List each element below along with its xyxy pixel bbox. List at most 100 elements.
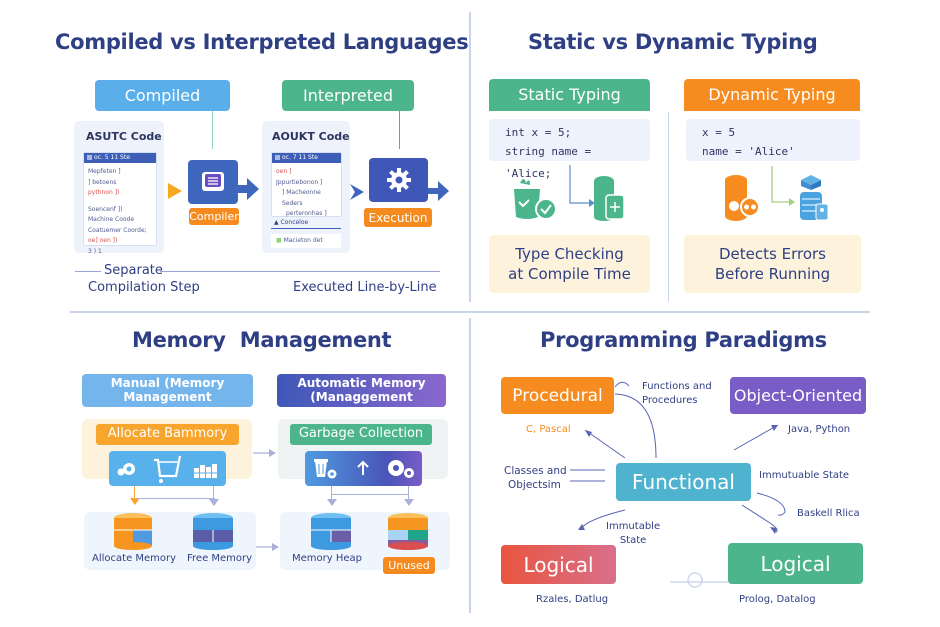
unused-tag: Unused bbox=[383, 557, 435, 574]
connector bbox=[213, 486, 214, 500]
immutable-note-line-2: State bbox=[619, 535, 647, 546]
triangle-icon: ▲ bbox=[274, 219, 281, 226]
code-line: Machine Coode bbox=[88, 216, 135, 223]
dynamic-note-line-2: Before Running bbox=[714, 265, 831, 283]
classes-note-line-1: Classes and bbox=[504, 465, 567, 477]
vertical-divider-top bbox=[469, 12, 471, 302]
code-line: Jppurtiebonon ] bbox=[276, 178, 323, 186]
code-line: Mepfeten ] bbox=[88, 168, 121, 175]
c-pascal-note: C, Pascal bbox=[526, 424, 571, 435]
arrow-from-execution-icon bbox=[428, 181, 449, 201]
static-note-line-2: at Compile Time bbox=[508, 265, 631, 283]
database-allocate-icon bbox=[114, 513, 152, 550]
baskell-note: Baskell Rlica bbox=[797, 508, 860, 519]
code-line: name = 'Alice' bbox=[702, 145, 795, 158]
arrow-down-icon bbox=[327, 499, 337, 506]
compiled-label: Compiled bbox=[95, 80, 230, 111]
caption-compilation-step: Compilation Step bbox=[88, 280, 200, 295]
arrow-from-compiler-icon bbox=[238, 178, 259, 200]
arrow-to-execution-icon bbox=[350, 184, 364, 200]
code-line: oen ] bbox=[276, 168, 292, 175]
section-title-memory-management: Memory Management bbox=[132, 328, 392, 352]
database-unused-icon bbox=[388, 513, 428, 550]
interpreted-item-1: ▲ Conceloe bbox=[271, 216, 341, 229]
vertical-divider-bottom bbox=[469, 318, 471, 613]
flow-arrow-icon bbox=[569, 165, 595, 207]
code-line: oe] oen ]) bbox=[88, 237, 118, 244]
code-line: x = 5 bbox=[702, 126, 736, 139]
plant-check-icon bbox=[514, 179, 557, 220]
gc-tools-box bbox=[305, 451, 422, 486]
horizontal-divider bbox=[70, 311, 870, 313]
manual-tools-box bbox=[109, 451, 226, 486]
logical-right-box: Logical bbox=[728, 543, 863, 584]
arrow-right-icon bbox=[253, 449, 276, 457]
trash-gear-icon bbox=[314, 459, 337, 479]
functions-note-line-2: Procedures bbox=[642, 395, 698, 406]
code-editor-bar: oc. 7 11 Ste bbox=[272, 153, 341, 163]
code-line: Soencenf ]) bbox=[88, 205, 123, 213]
dynamic-note-line-1: Detects Errors bbox=[719, 245, 826, 263]
automatic-label-line-1: Automatic Memory bbox=[297, 376, 426, 391]
code-line: ] Macheonne Seders bbox=[282, 189, 321, 207]
code-line: int x = 5; bbox=[505, 126, 572, 139]
flow-arrow-icon bbox=[771, 166, 795, 206]
arrow-right-icon bbox=[256, 543, 279, 551]
database-error-icon bbox=[725, 175, 760, 221]
interpreted-source-title: AOUKT Code bbox=[272, 130, 350, 143]
connector bbox=[331, 486, 332, 500]
gear-icon bbox=[386, 168, 411, 192]
classes-note: Classes and Objectsim bbox=[504, 464, 567, 492]
server-stack-icon bbox=[800, 175, 829, 221]
compiled-source-title: ASUTC Code bbox=[86, 130, 162, 143]
static-note: Type Checking at Compile Time bbox=[489, 235, 650, 293]
automatic-memory-label: Automatic Memory (Managgement bbox=[277, 374, 446, 407]
java-python-note: Java, Python bbox=[788, 424, 851, 435]
procedural-box: Procedural bbox=[501, 377, 614, 414]
compiled-source-code: oc. 5 11 Ste Mepfeten ] ] betoens pythno… bbox=[83, 152, 157, 255]
classes-note-line-2: Objectsim bbox=[508, 479, 561, 491]
gears-icon bbox=[117, 463, 135, 476]
caption-separate: Separate bbox=[104, 263, 163, 278]
dynamic-typing-label: Dynamic Typing bbox=[684, 79, 860, 111]
interpreted-label: Interpreted bbox=[282, 80, 414, 111]
interpreted-source-panel: AOUKT Code oc. 7 11 Ste oen ] Jppurtiebo… bbox=[262, 121, 350, 253]
code-line: perteronhas ] bbox=[286, 210, 327, 217]
functions-note: Functions and Procedures bbox=[642, 380, 712, 408]
immutable-note: Immutable State bbox=[606, 520, 660, 548]
interpreted-connector bbox=[399, 111, 400, 149]
connector bbox=[332, 494, 408, 495]
section-title-compiled-vs-interpreted: Compiled vs Interpreted Languages bbox=[55, 30, 469, 54]
dynamic-note: Detects Errors Before Running bbox=[684, 235, 861, 293]
arrow-down-icon bbox=[209, 499, 219, 506]
memory-heap-caption: Memory Heap bbox=[292, 553, 362, 564]
automatic-label-line-2: (Managgement bbox=[310, 389, 413, 404]
compiled-connector bbox=[212, 111, 213, 149]
code-line: ] betoens bbox=[88, 178, 117, 186]
functional-box: Functional bbox=[616, 463, 751, 501]
code-line: pythnon ]) bbox=[88, 189, 120, 196]
typing-divider bbox=[668, 112, 669, 302]
execution-icon-box bbox=[369, 158, 428, 202]
caption-executed-line-by-line: Executed Line-by-Line bbox=[293, 280, 437, 295]
caption-line-mid bbox=[160, 271, 440, 272]
section-title-static-vs-dynamic: Static vs Dynamic Typing bbox=[528, 30, 818, 54]
caption-line-left bbox=[75, 271, 101, 272]
logical-left-box: Logical bbox=[501, 545, 616, 584]
compiled-source-panel: ASUTC Code oc. 5 11 Ste Mepfeten ] ] bet… bbox=[74, 121, 164, 255]
code-line: 3 ) 1 bbox=[88, 247, 102, 255]
static-code-block: int x = 5; string name = 'Alice; bbox=[489, 119, 650, 180]
section-title-programming-paradigms: Programming Paradigms bbox=[540, 328, 827, 352]
arrow-down-icon bbox=[130, 498, 140, 505]
database-code-icon bbox=[594, 176, 625, 221]
manual-memory-label: Manual (Memory Management bbox=[82, 374, 253, 407]
arrow-to-compiler-icon bbox=[168, 183, 182, 199]
interpreted-item-2: ■ Macieton det bbox=[271, 234, 341, 248]
interpreted-source-code: oc. 7 11 Ste oen ] Jppurtiebonon ] ] Mac… bbox=[271, 152, 342, 217]
memory-blocks-icon bbox=[194, 464, 218, 478]
arrow-up-icon bbox=[357, 460, 369, 475]
immutable-state-right-note: Immutuable State bbox=[759, 470, 850, 481]
document-icon bbox=[202, 172, 224, 191]
interpreted-item-2-text: Macieton det bbox=[283, 237, 323, 244]
